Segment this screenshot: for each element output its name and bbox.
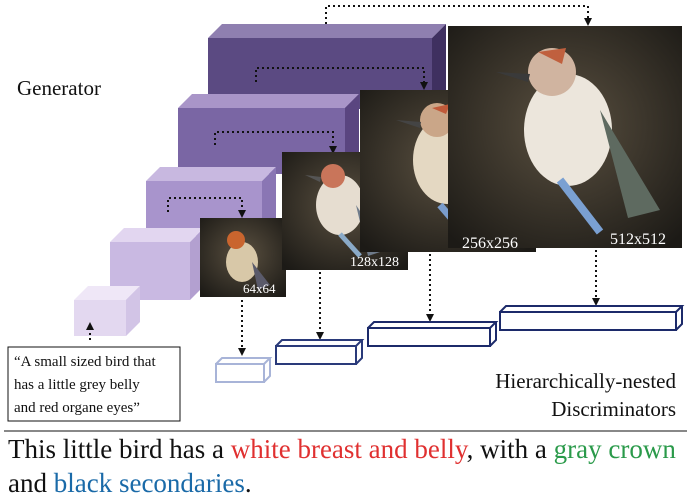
caption-part-5: and (8, 468, 54, 498)
resolution-label-512: 512x512 (610, 231, 666, 248)
caption-part-3: , with a (466, 434, 554, 464)
caption-blue-phrase: black secondaries (53, 468, 245, 498)
discriminator-flow-arrows (238, 250, 600, 356)
discriminator-stack (215, 305, 685, 383)
text-input-line-3: and red organe eyes” (14, 400, 140, 416)
generated-image-64 (200, 218, 286, 297)
caption-part-7: . (244, 468, 252, 498)
discriminator-block-4 (499, 305, 685, 331)
caption-red-phrase: white breast and belly (230, 434, 467, 464)
generated-image-512 (448, 26, 682, 248)
discriminators-label-line1: Hierarchically-nested (495, 369, 676, 393)
discriminator-block-2 (275, 339, 365, 365)
discriminator-block-1 (215, 357, 273, 383)
resolution-label-128: 128x128 (350, 255, 399, 270)
caption-text: This little bird has a white breast and … (8, 432, 688, 500)
text-input-box: “A small sized bird that has a little gr… (7, 346, 181, 422)
discriminator-block-3 (367, 321, 499, 347)
generator-label: Generator (17, 76, 101, 100)
caption-part-1: This little bird has a (8, 434, 231, 464)
caption-green-phrase: gray crown (553, 434, 676, 464)
resolution-label-64: 64x64 (243, 281, 276, 296)
discriminators-label-line2: Discriminators (551, 397, 676, 421)
text-input-line-2: has a little grey belly (14, 377, 140, 393)
resolution-label-256: 256x256 (462, 235, 518, 252)
generator-block-1 (74, 286, 140, 336)
text-input-line-1: “A small sized bird that (14, 354, 156, 370)
generator-flow-arrows (86, 5, 592, 340)
